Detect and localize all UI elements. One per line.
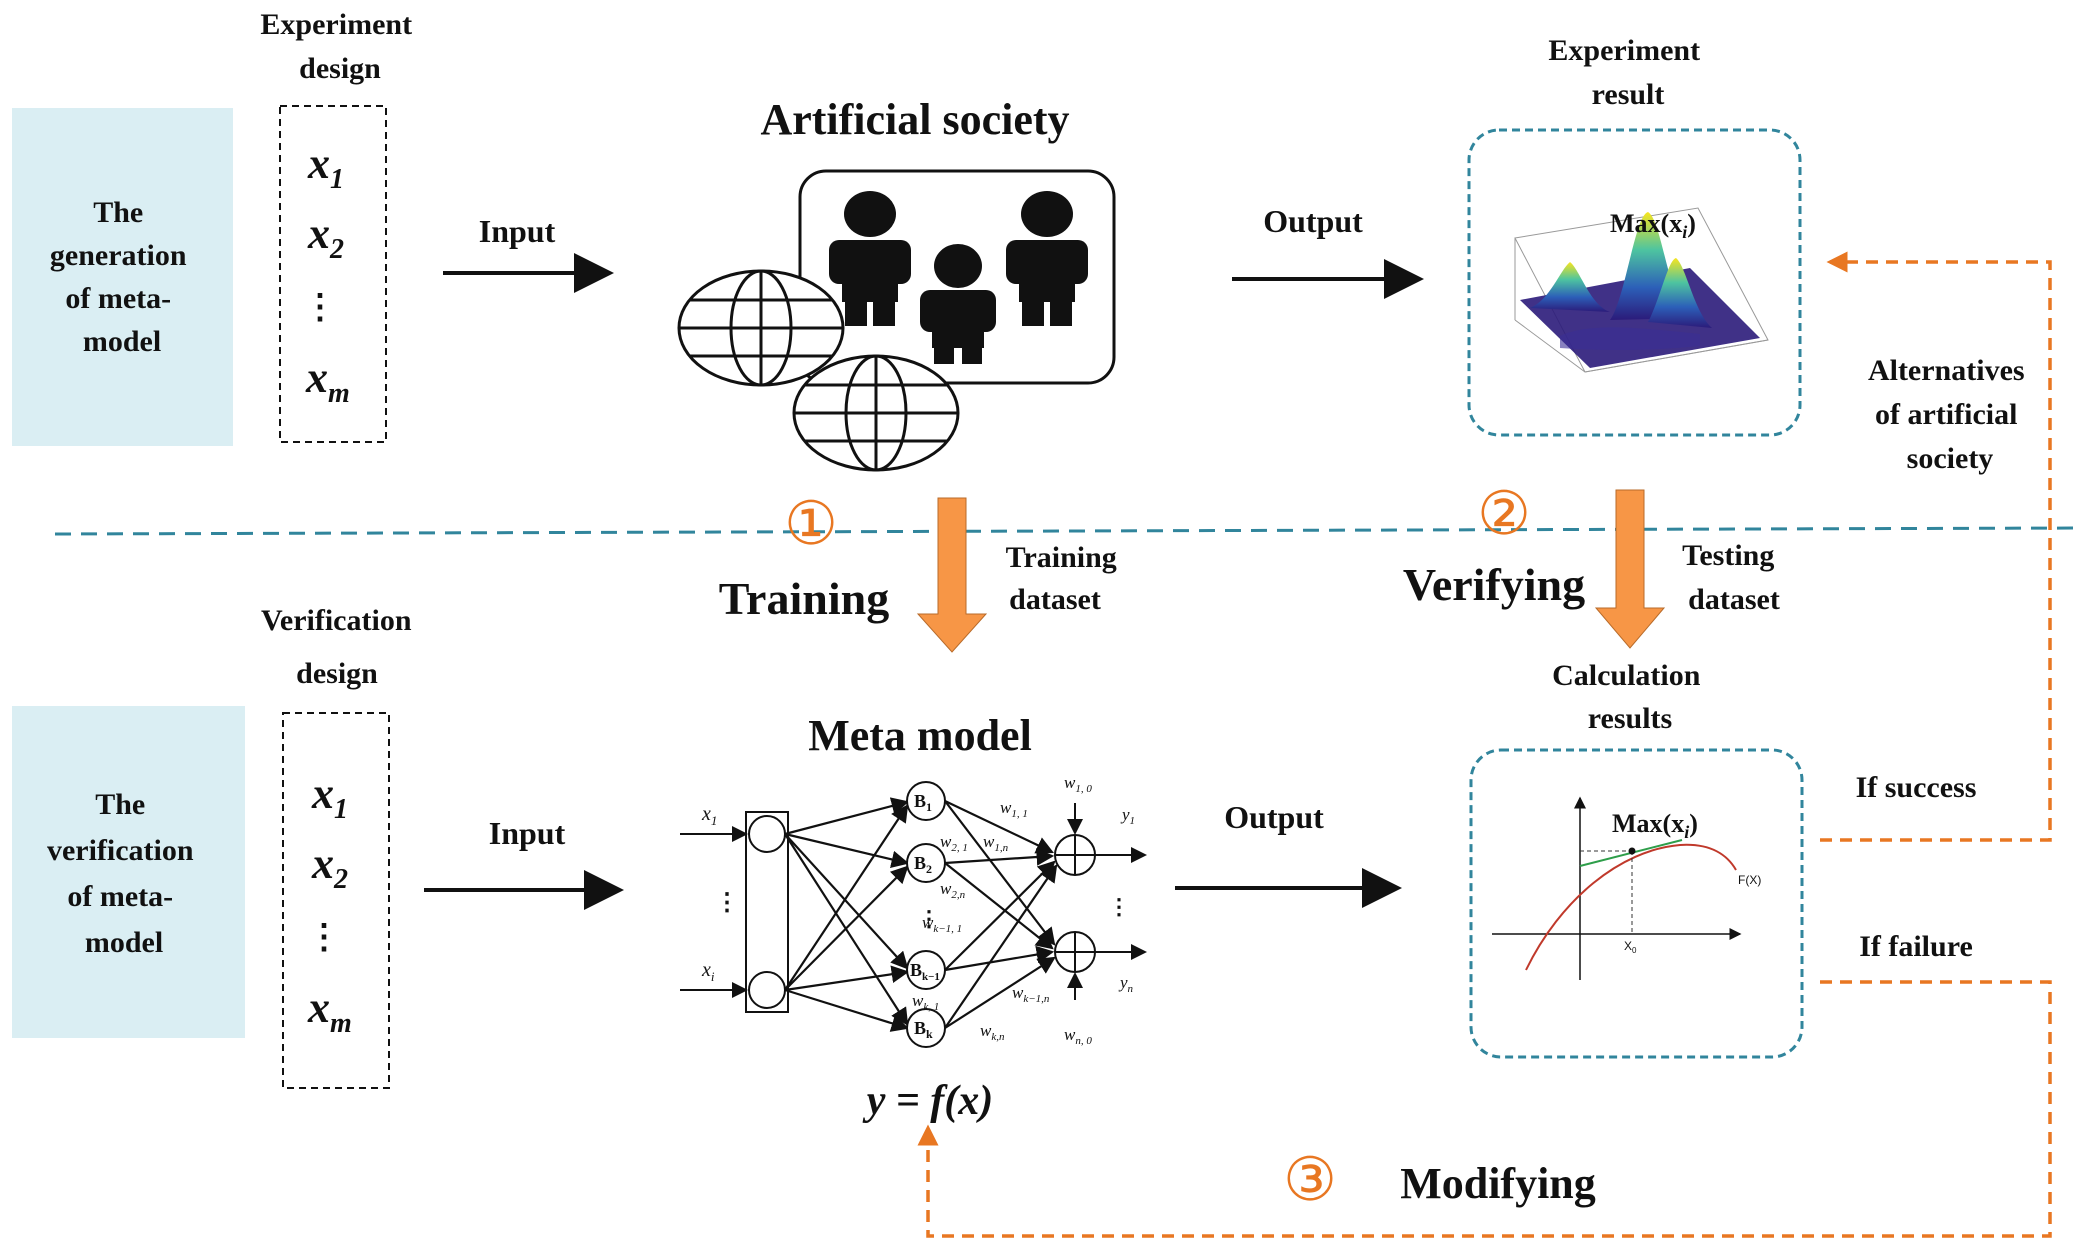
input-x1-label: x1 xyxy=(701,803,717,828)
svg-text:B2: B2 xyxy=(914,853,932,876)
var-x2: x2 xyxy=(311,839,348,895)
person-icon xyxy=(1006,191,1088,326)
svg-text:w1, 1: w1, 1 xyxy=(1000,798,1028,820)
modifying-label: Modifying xyxy=(1400,1159,1596,1208)
neural-network: x1 xi ⋮ B1 B2 Bk−1 Bk xyxy=(680,773,1147,1048)
verification-panel xyxy=(12,706,245,1038)
testing-arrow xyxy=(1594,489,1666,649)
var-ellipsis: ⋮ xyxy=(303,289,337,326)
experiment-result-title: Experiment result xyxy=(1548,34,1707,111)
function-curve-plot xyxy=(1492,796,1742,980)
verification-design-box xyxy=(282,712,390,1089)
svg-text:wk,n: wk,n xyxy=(980,1021,1005,1043)
formula-label: y = f(x) xyxy=(862,1078,994,1124)
alternatives-label: Alternatives of artificial society xyxy=(1868,354,2032,475)
x0-label: X0 xyxy=(1624,939,1637,955)
generation-panel xyxy=(12,108,233,446)
person-icon xyxy=(829,191,911,326)
svg-text:y1: y1 xyxy=(1120,805,1135,827)
svg-text:yn: yn xyxy=(1118,973,1134,995)
svg-text:w1, 0: w1, 0 xyxy=(1064,773,1092,795)
svg-text:Bk−1: Bk−1 xyxy=(910,960,940,983)
success-feedback-arrow xyxy=(1820,251,2052,842)
failure-feedback-arrow xyxy=(917,980,2052,1238)
var-x1: x1 xyxy=(307,139,344,195)
top-input-label: Input xyxy=(479,213,556,249)
calculation-results-title: Calculation results xyxy=(1552,659,1708,735)
step-3-marker: ③ xyxy=(1283,1145,1337,1215)
artificial-society-title: Artificial society xyxy=(760,95,1069,144)
input-node xyxy=(748,815,786,853)
bottom-output-label: Output xyxy=(1224,799,1324,835)
if-failure-label: If failure xyxy=(1859,930,1973,963)
svg-text:wk−1,n: wk−1,n xyxy=(1012,983,1050,1005)
svg-text:Bk: Bk xyxy=(914,1018,933,1041)
svg-text:B1: B1 xyxy=(914,791,932,814)
svg-text:w2,n: w2,n xyxy=(940,879,966,901)
experiment-result-box xyxy=(1467,128,1802,437)
verifying-label: Verifying xyxy=(1403,559,1585,610)
svg-text:w1,n: w1,n xyxy=(983,832,1009,854)
testing-dataset-label: Testing dataset xyxy=(1682,539,1782,616)
globe-icon xyxy=(677,269,845,387)
fx-label: F(X) xyxy=(1738,873,1761,887)
training-arrow xyxy=(916,497,988,653)
svg-text:wn, 0: wn, 0 xyxy=(1064,1025,1092,1047)
calc-max-label: Max(xi) xyxy=(1612,809,1698,842)
var-x1: x1 xyxy=(311,769,348,825)
input-ellipsis: ⋮ xyxy=(715,890,739,916)
meta-model-title: Meta model xyxy=(808,711,1032,760)
verification-label: The verification of meta- model xyxy=(47,788,201,959)
surface-plot-image xyxy=(1514,207,1769,373)
calculation-results-box xyxy=(1469,748,1804,1059)
var-xm: xm xyxy=(307,983,352,1039)
globe-icon xyxy=(792,354,960,472)
training-dataset-label: Training dataset xyxy=(1006,541,1125,616)
var-xm: xm xyxy=(305,353,350,409)
experiment-design-title: Experiment design xyxy=(260,8,419,85)
sum-node xyxy=(1054,931,1096,973)
input-node xyxy=(748,971,786,1009)
var-x2: x2 xyxy=(307,209,344,265)
top-output-label: Output xyxy=(1263,203,1363,239)
input-xi-label: xi xyxy=(701,959,715,984)
bottom-input-label: Input xyxy=(489,815,566,851)
svg-text:wk−1, 1: wk−1, 1 xyxy=(922,913,962,935)
if-success-label: If success xyxy=(1856,771,1977,804)
step-2-marker: ② xyxy=(1477,479,1531,549)
output-ellipsis: ⋮ xyxy=(1108,894,1130,919)
person-icon xyxy=(920,244,996,364)
generation-label: The generation of meta- model xyxy=(50,196,194,358)
hidden-ellipsis: ⋮ xyxy=(918,906,940,931)
svg-text:wk, 1: wk, 1 xyxy=(912,991,939,1013)
section-divider xyxy=(54,526,2079,536)
var-ellipsis: ⋮ xyxy=(307,919,341,956)
svg-text:w2, 1: w2, 1 xyxy=(940,832,968,854)
experiment-design-box xyxy=(279,105,387,443)
sum-node xyxy=(1054,834,1096,876)
verification-design-title: Verification design xyxy=(261,604,419,690)
step-1-marker: ① xyxy=(784,489,838,559)
training-label: Training xyxy=(719,573,889,624)
result-max-label: Max(xi) xyxy=(1610,209,1696,242)
